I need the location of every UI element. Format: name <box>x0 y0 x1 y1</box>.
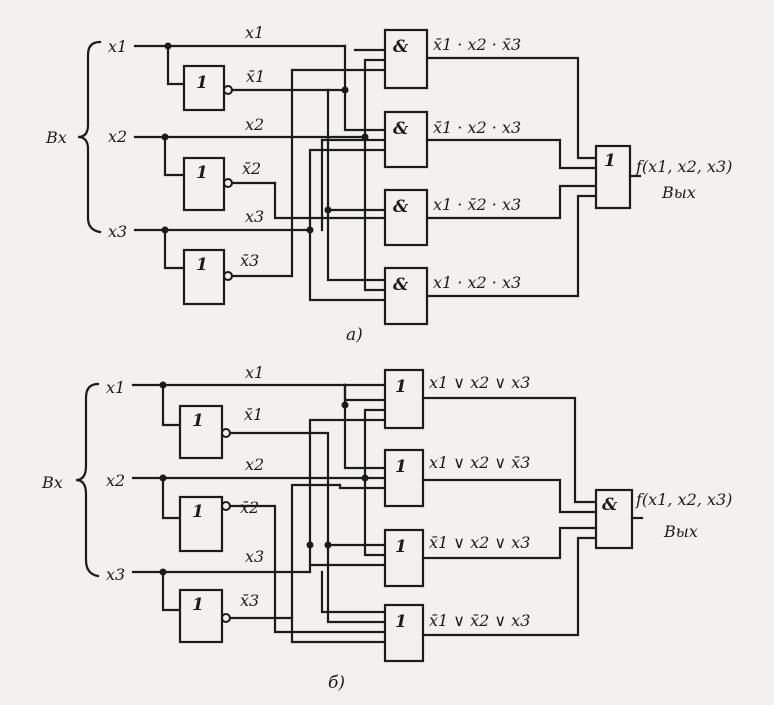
not-gate-2-b-symbol: 1 <box>192 502 204 522</box>
not-gate-1-b-symbol: 1 <box>192 411 204 431</box>
term-3: x1 · x̄2 · x3 <box>433 195 521 214</box>
or-gate-2-b <box>383 448 425 508</box>
not-output-1-b: x̄1 <box>244 405 263 424</box>
not-gate-3 <box>182 248 226 306</box>
inverter-bubble-3 <box>223 271 233 281</box>
term-4: x1 · x2 · x3 <box>433 273 521 292</box>
input-x1-label: x1 <box>108 37 127 56</box>
inverter-bubble-2 <box>223 178 233 188</box>
wire-label-x2: x2 <box>245 115 264 134</box>
not-gate-3-b <box>178 588 224 644</box>
wire-label-x1: x1 <box>245 23 264 42</box>
tap-x1 <box>166 44 186 86</box>
output-function: f(x1, x2, x3) <box>635 157 732 176</box>
not-output-2: x̄2 <box>242 159 261 178</box>
input-brace <box>77 40 102 234</box>
term-1-b: x1 ∨ x2 ∨ x3 <box>429 373 530 392</box>
and-gate-output-b <box>594 488 634 550</box>
term-1: x̄1 · x2 · x̄3 <box>433 35 521 54</box>
not-gate-3-symbol: 1 <box>196 255 208 275</box>
input-x1-label-b: x1 <box>106 378 125 397</box>
diagram-b: Вх x1 x2 x3 x1 x2 x3 1 1 1 x̄1 x̄2 x̄3 <box>41 363 732 693</box>
not-output-3-b: x̄3 <box>240 591 259 610</box>
not-gate-1-symbol: 1 <box>196 73 208 93</box>
caption-a: а) <box>346 325 363 345</box>
and-gate-3-symbol: & <box>393 197 409 217</box>
diagram-a: Вх x1 x2 x3 x1 x2 x3 1 1 1 x̄1 x̄2 x̄3 <box>45 23 732 345</box>
or-gate-4-b-symbol: 1 <box>395 612 407 632</box>
input-x2-label-b: x2 <box>106 471 125 490</box>
and-gate-4-symbol: & <box>393 275 409 295</box>
or-gate-output-symbol: 1 <box>604 151 616 171</box>
wire-label-x3: x3 <box>245 207 264 226</box>
not-gate-2-b <box>178 495 224 553</box>
input-brace-b <box>75 382 100 578</box>
input-group-label: Вх <box>45 128 67 147</box>
not-output-1: x̄1 <box>246 67 265 86</box>
not-gate-3-b-symbol: 1 <box>192 595 204 615</box>
caption-b: б) <box>328 673 345 693</box>
and-gate-1-symbol: & <box>393 37 409 57</box>
not-gate-1 <box>182 64 226 112</box>
term-3-b: x̄1 ∨ x2 ∨ x3 <box>429 533 530 552</box>
not-output-2-b: x̄2 <box>240 498 259 517</box>
not-output-3: x̄3 <box>240 251 259 270</box>
and-gate-4 <box>383 266 429 326</box>
or-gate-3-b-symbol: 1 <box>395 537 407 557</box>
output-label-b: Вых <box>663 522 698 541</box>
input-x3-label: x3 <box>108 222 127 241</box>
and-gate-2-symbol: & <box>393 119 409 139</box>
term-4-b: x̄1 ∨ x̄2 ∨ x3 <box>429 611 530 630</box>
input-x3-label-b: x3 <box>106 565 125 584</box>
not-gate-2-symbol: 1 <box>196 163 208 183</box>
or-gate-2-b-symbol: 1 <box>395 457 407 477</box>
or-gate-3-b <box>383 528 425 588</box>
input-x2-label: x2 <box>108 127 127 146</box>
term-2-b: x1 ∨ x2 ∨ x̄3 <box>429 453 530 472</box>
term-2: x̄1 · x2 · x3 <box>433 118 521 137</box>
tap-x3 <box>163 228 186 270</box>
wire-label-x2-b: x2 <box>245 455 264 474</box>
input-group-label-b: Вх <box>41 473 63 492</box>
not-gate-2 <box>182 156 226 212</box>
output-function-b: f(x1, x2, x3) <box>635 490 732 509</box>
output-label: Вых <box>661 183 696 202</box>
inverter-bubble-1 <box>223 85 233 95</box>
and-gate-output-b-symbol: & <box>602 495 618 515</box>
or-gate-4-b <box>383 603 425 663</box>
wire-label-x3-b: x3 <box>245 547 264 566</box>
tap-x2 <box>163 135 186 177</box>
not-gate-1-b <box>178 404 224 460</box>
wire-label-x1-b: x1 <box>245 363 264 382</box>
or-gate-1-b-symbol: 1 <box>395 377 407 397</box>
